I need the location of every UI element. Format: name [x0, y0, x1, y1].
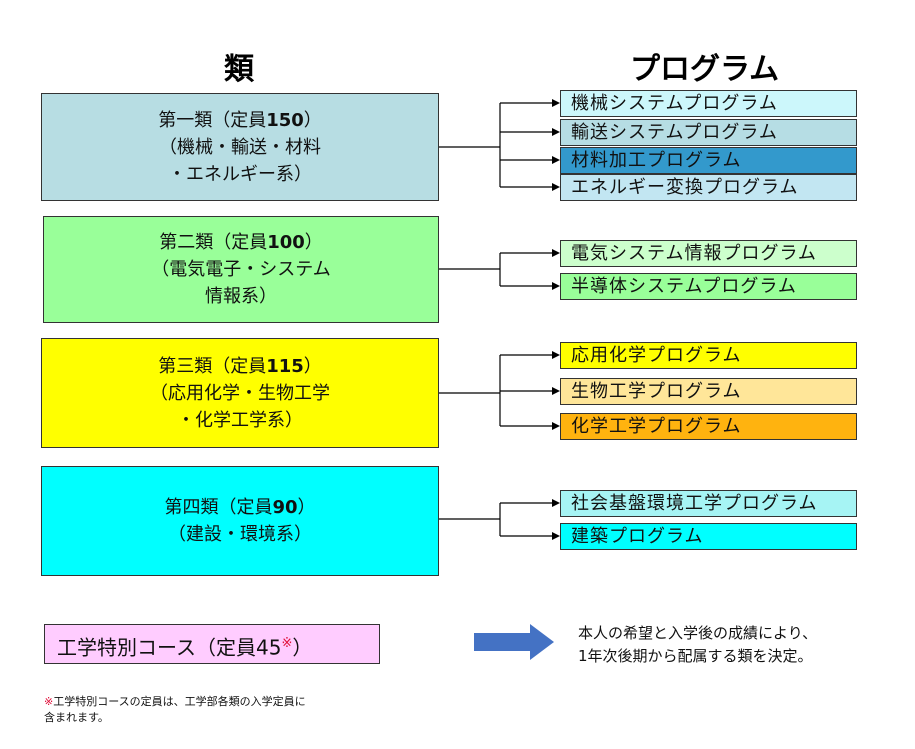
connector-arrowhead-3-2: [552, 387, 560, 395]
connector-arrowhead-3-1: [552, 351, 560, 359]
class-2-name: 第二類（定員: [159, 232, 268, 253]
class-1-fields-line1: （機械・輸送・材料: [159, 136, 321, 158]
program-energy-conversion: エネルギー変換プログラム: [560, 174, 857, 201]
class-4-box: 第四類（定員90） （建設・環境系）: [41, 466, 439, 576]
class-2-fields-line1: （電気電子・システム: [151, 259, 331, 280]
program-bioengineering: 生物工学プログラム: [560, 378, 857, 405]
program-architecture: 建築プログラム: [560, 523, 857, 550]
class-3-fields-line2: ・化学工学系）: [177, 409, 303, 431]
special-engineering-course: 工学特別コース（定員45※）: [44, 624, 380, 664]
connector-arrowhead-2-1: [552, 249, 560, 257]
class-1-box: 第一類（定員150） （機械・輸送・材料 ・エネルギー系）: [41, 93, 439, 201]
class-2-box: 第二類（定員100） （電気電子・システム 情報系）: [43, 216, 439, 323]
connector-arrowhead-1-1: [552, 99, 560, 107]
class-1-fields-line2: ・エネルギー系）: [168, 163, 312, 185]
footnote-text: 工学特別コースの定員は、工学部各類の入学定員に: [53, 695, 306, 708]
special-course-mark: ※: [281, 636, 293, 651]
class-2-close: ）: [304, 232, 323, 253]
right-arrow-icon: [474, 624, 554, 660]
class-3-capacity: 115: [266, 355, 304, 377]
special-course-label: 工学特別コース（定員45: [57, 635, 282, 660]
program-applied-chemistry: 応用化学プログラム: [560, 342, 857, 369]
class-4-close: ）: [297, 497, 316, 518]
header-classes: 類: [224, 52, 254, 87]
program-chemical-engineering: 化学工学プログラム: [560, 413, 857, 440]
class-3-box: 第三類（定員115） （応用化学・生物工学 ・化学工学系）: [41, 338, 439, 448]
class-1-close: ）: [303, 109, 322, 131]
footnote: ※工学特別コースの定員は、工学部各類の入学定員に 含まれます。: [44, 694, 404, 726]
connector-arrowhead-1-2: [552, 128, 560, 136]
header-programs: プログラム: [630, 52, 780, 87]
footnote-text-line2: 含まれます。: [44, 711, 109, 724]
assignment-note: 本人の希望と入学後の成績により、 1年次後期から配属する類を決定。: [578, 622, 878, 668]
class-1-capacity: 150: [266, 109, 304, 131]
special-course-close: ）: [292, 635, 313, 660]
program-materials-processing: 材料加工プログラム: [560, 147, 857, 174]
program-semiconductor-systems: 半導体システムプログラム: [560, 273, 857, 300]
footnote-mark: ※: [44, 695, 54, 708]
class-3-fields-line1: （応用化学・生物工学: [150, 382, 330, 404]
program-mechanical-systems: 機械システムプログラム: [560, 90, 857, 117]
class-3-close: ）: [303, 355, 322, 377]
connector-arrowhead-4-1: [552, 499, 560, 507]
program-electrical-systems-info: 電気システム情報プログラム: [560, 240, 857, 267]
class-4-capacity: 90: [272, 497, 298, 518]
class-4-name: 第四類（定員: [164, 497, 273, 518]
class-2-fields-line2: 情報系）: [205, 286, 277, 307]
assignment-note-line1: 本人の希望と入学後の成績により、: [578, 624, 818, 642]
connector-arrowhead-2-2: [552, 282, 560, 290]
connector-arrowhead-4-2: [552, 532, 560, 540]
connector-arrowhead-3-3: [552, 422, 560, 430]
class-2-capacity: 100: [267, 232, 305, 253]
class-1-name: 第一類（定員: [158, 109, 267, 131]
connector-arrowhead-1-4: [552, 183, 560, 191]
program-civil-environmental: 社会基盤環境工学プログラム: [560, 490, 857, 517]
program-transport-systems: 輸送システムプログラム: [560, 119, 857, 146]
connector-arrowhead-1-3: [552, 156, 560, 164]
class-4-fields-line1: （建設・環境系）: [168, 524, 312, 545]
class-3-name: 第三類（定員: [158, 355, 267, 377]
assignment-note-line2: 1年次後期から配属する類を決定。: [578, 647, 813, 665]
